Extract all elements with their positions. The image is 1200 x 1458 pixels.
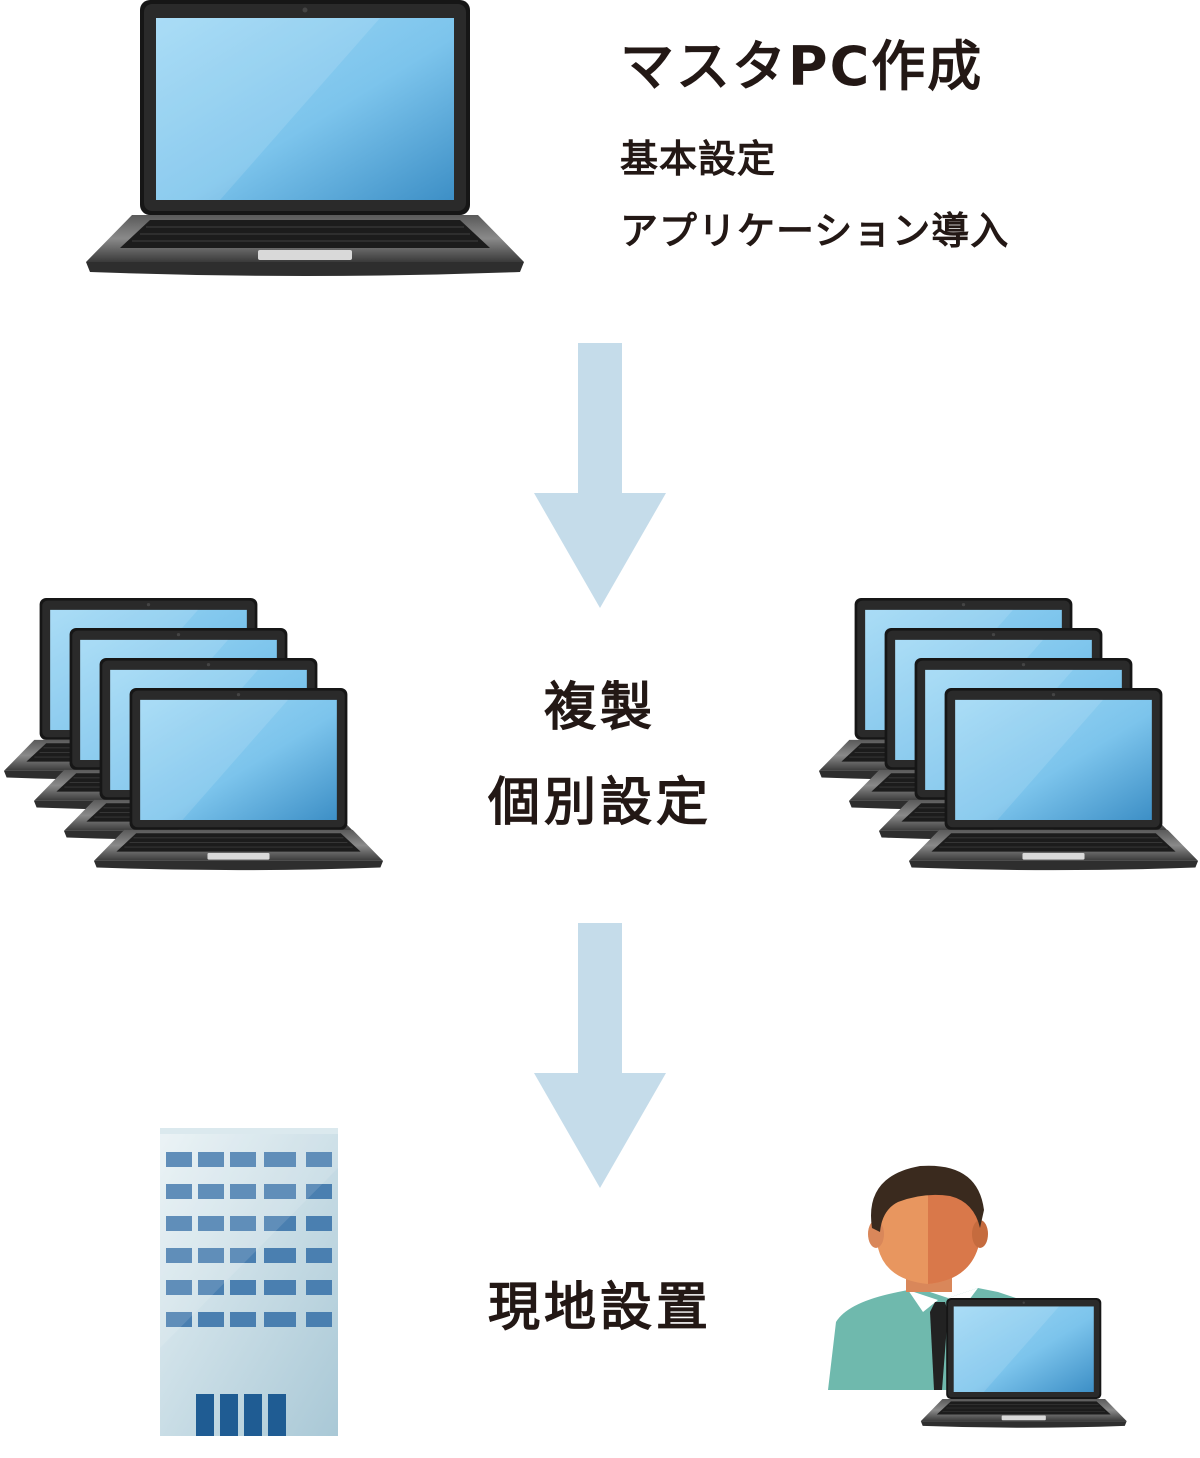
person-icon [828, 1162, 1128, 1432]
down-arrow-icon [530, 343, 670, 608]
step2-line-individual-settings: 個別設定 [487, 773, 712, 833]
step2-line-replication: 複製 [543, 678, 656, 738]
office-building-icon [160, 1128, 338, 1436]
step3-line-onsite-installation: 現地設置 [487, 1278, 712, 1338]
down-arrow-icon [530, 923, 670, 1188]
step1-title: マスタPC作成 [620, 35, 984, 98]
step1-line-app-install: アプリケーション導入 [620, 209, 1010, 253]
master-laptop-icon [80, 0, 530, 280]
step1-line-basic-settings: 基本設定 [620, 137, 777, 181]
